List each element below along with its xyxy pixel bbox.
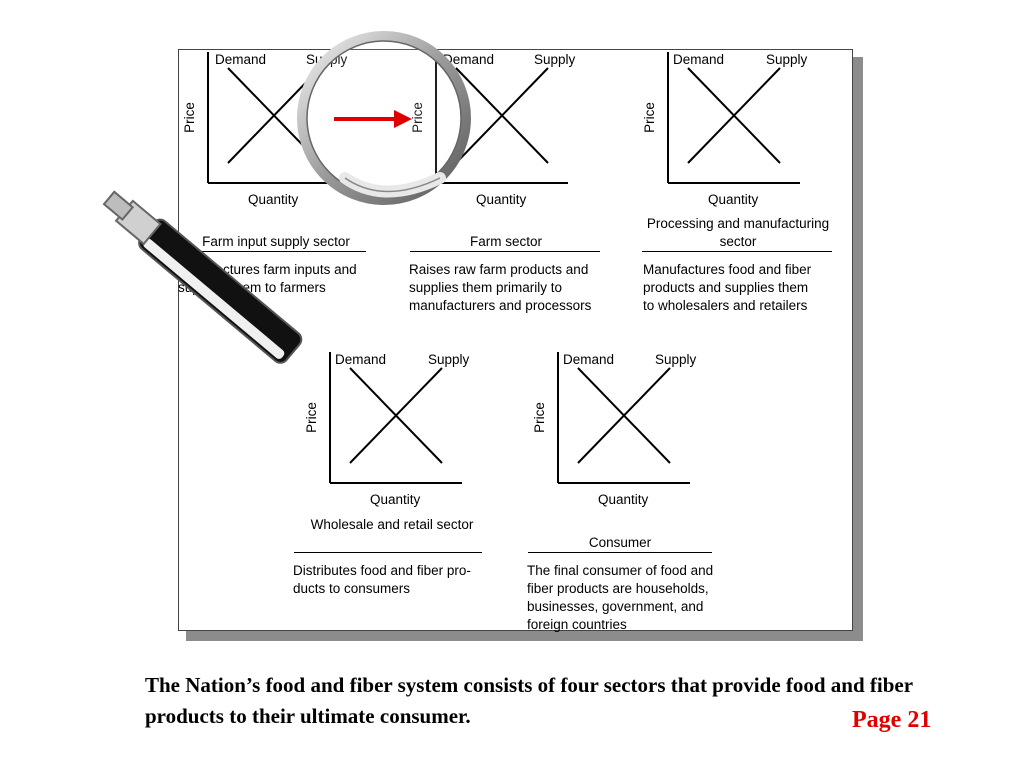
caption-text: The Nation’s food and fiber system consi…: [145, 673, 913, 728]
sector-title: Processing and manufacturing sector: [646, 216, 830, 249]
title-underline: [180, 251, 366, 252]
sector-title: Consumer: [588, 535, 652, 550]
sector-processing: Demand Supply Price Quantity Processing …: [640, 50, 840, 313]
sector-description: Distributes food and fiber pro- ducts to…: [293, 563, 471, 596]
supply-demand-graph: [435, 52, 568, 184]
title-underline: [642, 251, 832, 252]
price-label: Price: [409, 102, 425, 133]
quantity-label: Quantity: [598, 492, 649, 507]
title-underline: [528, 552, 712, 553]
title-underline: [410, 251, 600, 252]
quantity-label: Quantity: [708, 192, 759, 207]
supply-demand-graph: [207, 52, 340, 184]
title-underline: [294, 552, 482, 553]
supply-label: Supply: [534, 52, 576, 67]
supply-label: Supply: [306, 52, 348, 67]
demand-label: Demand: [563, 352, 615, 367]
supply-label: Supply: [766, 52, 808, 67]
price-label: Price: [303, 402, 319, 433]
demand-label: Demand: [673, 52, 725, 67]
demand-label: Demand: [335, 352, 387, 367]
supply-label: Supply: [655, 352, 697, 367]
quantity-label: Quantity: [370, 492, 421, 507]
sector-wholesale: Demand Supply Price Quantity Wholesale a…: [293, 350, 502, 610]
price-label: Price: [641, 102, 657, 133]
sector-farm-input: Demand Supply Price Quantity Farm input …: [178, 50, 380, 310]
sector-description: Manufactures farm inputs and supplies th…: [178, 262, 357, 295]
sector-title: Wholesale and retail sector: [310, 517, 474, 532]
price-label: Price: [181, 102, 197, 133]
supply-demand-graph: [557, 352, 690, 484]
quantity-label: Quantity: [248, 192, 299, 207]
supply-demand-graph: [329, 352, 462, 484]
demand-label: Demand: [443, 52, 495, 67]
sector-description: The final consumer of food and fiber pro…: [527, 563, 714, 632]
quantity-label: Quantity: [476, 192, 527, 207]
sector-title: Farm sector: [469, 234, 542, 249]
sector-title: Farm input supply sector: [202, 234, 350, 249]
page-number[interactable]: Page 21: [852, 707, 932, 733]
supply-label: Supply: [428, 352, 470, 367]
price-label: Price: [531, 402, 547, 433]
sector-farm: Demand Supply Price Quantity Farm sector…: [408, 50, 608, 313]
sector-description: Manufactures food and fiber products and…: [643, 262, 812, 313]
sector-consumer: Demand Supply Price Quantity Consumer Th…: [527, 350, 730, 640]
supply-demand-graph: [667, 52, 800, 184]
demand-label: Demand: [215, 52, 267, 67]
sector-description: Raises raw farm products and supplies th…: [409, 262, 592, 313]
